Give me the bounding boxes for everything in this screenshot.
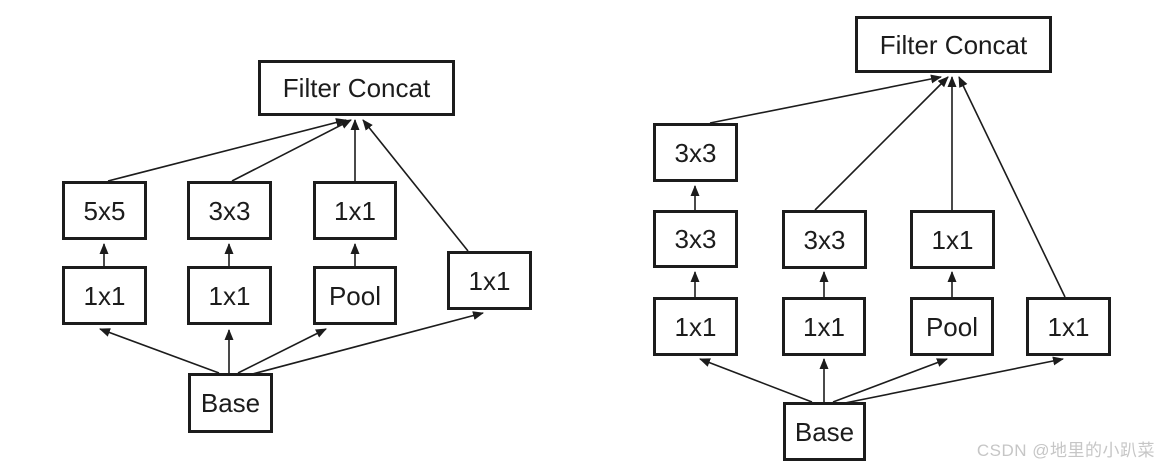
node-label: 1x1 bbox=[83, 280, 126, 311]
edge-base-to-side-1x1-r bbox=[839, 356, 1064, 405]
node-label: 1x1 bbox=[674, 311, 717, 342]
edge-base-to-side-1x1 bbox=[244, 311, 484, 377]
node-filter-concat-right: Filter Concat bbox=[855, 16, 1052, 73]
node-label: 3x3 bbox=[208, 195, 251, 226]
edge-side-1x1-to-filter-concat-r bbox=[958, 76, 1066, 298]
node-label: Base bbox=[794, 416, 855, 447]
node-conv5x5: 5x5 bbox=[62, 181, 147, 240]
node-label: Pool bbox=[925, 311, 979, 342]
node-filter-concat-left: Filter Concat bbox=[258, 60, 455, 116]
node-conv3x3-left: 3x3 bbox=[187, 181, 272, 240]
node-conv1x1-pool-proj-right: 1x1 bbox=[910, 210, 995, 269]
node-base-right: Base bbox=[783, 402, 866, 461]
edge-side-1x1-to-filter-concat bbox=[362, 119, 469, 252]
edge-top3x3-to-filter-concat bbox=[709, 74, 942, 124]
node-conv3x3-b-right: 3x3 bbox=[782, 210, 867, 269]
node-label: 1x1 bbox=[334, 195, 376, 226]
node-conv1x1-reduce-a-right: 1x1 bbox=[653, 297, 738, 356]
node-label: Pool bbox=[328, 280, 382, 311]
edge-base-to-pool-r bbox=[832, 358, 948, 403]
node-label: Filter Concat bbox=[282, 73, 431, 103]
edge-base-to-1x1-a-r bbox=[699, 358, 813, 403]
node-conv3x3-mid-right: 3x3 bbox=[653, 210, 738, 268]
edge-3x3b-to-filter-concat bbox=[814, 76, 949, 211]
node-label: Filter Concat bbox=[879, 29, 1028, 60]
edge-5x5-to-filter-concat bbox=[107, 118, 347, 182]
node-label: 1x1 bbox=[931, 224, 974, 255]
node-conv3x3-top-right: 3x3 bbox=[653, 123, 738, 182]
node-label: 1x1 bbox=[468, 265, 511, 296]
node-pool-right: Pool bbox=[910, 297, 994, 356]
node-label: 3x3 bbox=[674, 137, 717, 168]
node-label: 3x3 bbox=[674, 224, 717, 254]
edge-3x3-to-filter-concat bbox=[231, 119, 352, 182]
node-label: Base bbox=[200, 388, 261, 418]
node-conv1x1-reduce-b-right: 1x1 bbox=[782, 297, 866, 356]
node-base-left: Base bbox=[188, 373, 273, 433]
node-conv1x1-pool-proj-left: 1x1 bbox=[313, 181, 397, 240]
node-label: 5x5 bbox=[83, 195, 126, 226]
node-conv1x1-reduce-a-left: 1x1 bbox=[62, 266, 147, 325]
node-label: 1x1 bbox=[208, 280, 251, 311]
csdn-watermark: CSDN @地里的小趴菜 bbox=[976, 441, 1155, 460]
node-label: 3x3 bbox=[803, 224, 846, 255]
edge-base-to-1x1-a bbox=[99, 328, 220, 374]
node-conv1x1-branch-right: 1x1 bbox=[1026, 297, 1111, 356]
node-conv1x1-reduce-b-left: 1x1 bbox=[187, 266, 272, 325]
node-conv1x1-branch-left: 1x1 bbox=[447, 251, 532, 310]
node-label: 1x1 bbox=[803, 311, 845, 342]
node-pool-left: Pool bbox=[313, 266, 397, 325]
node-label: 1x1 bbox=[1047, 311, 1090, 342]
edge-base-to-pool bbox=[237, 328, 327, 374]
